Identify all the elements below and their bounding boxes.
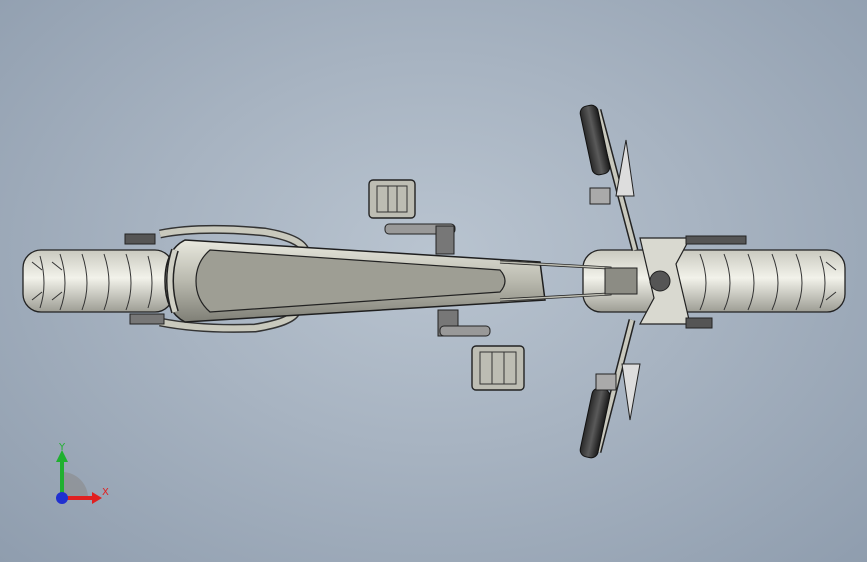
rear-stays[interactable] (124, 224, 310, 333)
right-brake-lever[interactable] (595, 363, 641, 421)
left-pedal[interactable] (368, 179, 416, 219)
rear-wheel[interactable] (22, 249, 174, 313)
front-fender-bracket[interactable] (685, 235, 747, 329)
triad-xy-plane (62, 472, 88, 498)
coordinate-triad: Y X (40, 440, 120, 510)
z-axis-dot (56, 492, 68, 504)
x-axis-head (92, 492, 102, 504)
triad-graphic (56, 450, 102, 504)
x-axis-label: X (102, 487, 109, 498)
y-axis-head (56, 450, 68, 462)
right-pedal[interactable] (471, 345, 525, 391)
left-brake-lever[interactable] (589, 139, 635, 205)
left-grip[interactable] (579, 104, 611, 176)
crankset[interactable] (384, 223, 491, 337)
fork-and-stem[interactable] (604, 237, 692, 325)
y-axis-label: Y (59, 442, 66, 453)
frame[interactable] (164, 239, 612, 323)
